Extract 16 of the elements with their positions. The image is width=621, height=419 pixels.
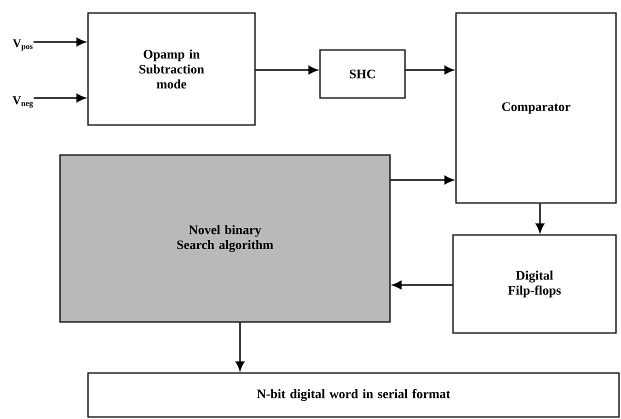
arrow [392,280,452,290]
arrow [34,94,86,102]
process-box: Opamp in Subtraction mode [87,12,256,126]
arrow [536,204,544,233]
arrow [256,66,318,74]
process-box: Digital Filp-flops [452,234,617,334]
arrow [390,176,454,184]
arrow [406,66,454,74]
algorithm-box: Novel binary Search algorithm [59,154,391,323]
arrow [34,38,86,46]
signal-label: V$_{neg}$ [12,96,33,108]
process-box: SHC [319,49,406,99]
arrow [236,322,244,371]
process-box: Comparator [455,12,617,204]
process-box: N-bit digital word in serial format [87,372,620,418]
signal-label: V$_{pos}$ [12,39,33,51]
